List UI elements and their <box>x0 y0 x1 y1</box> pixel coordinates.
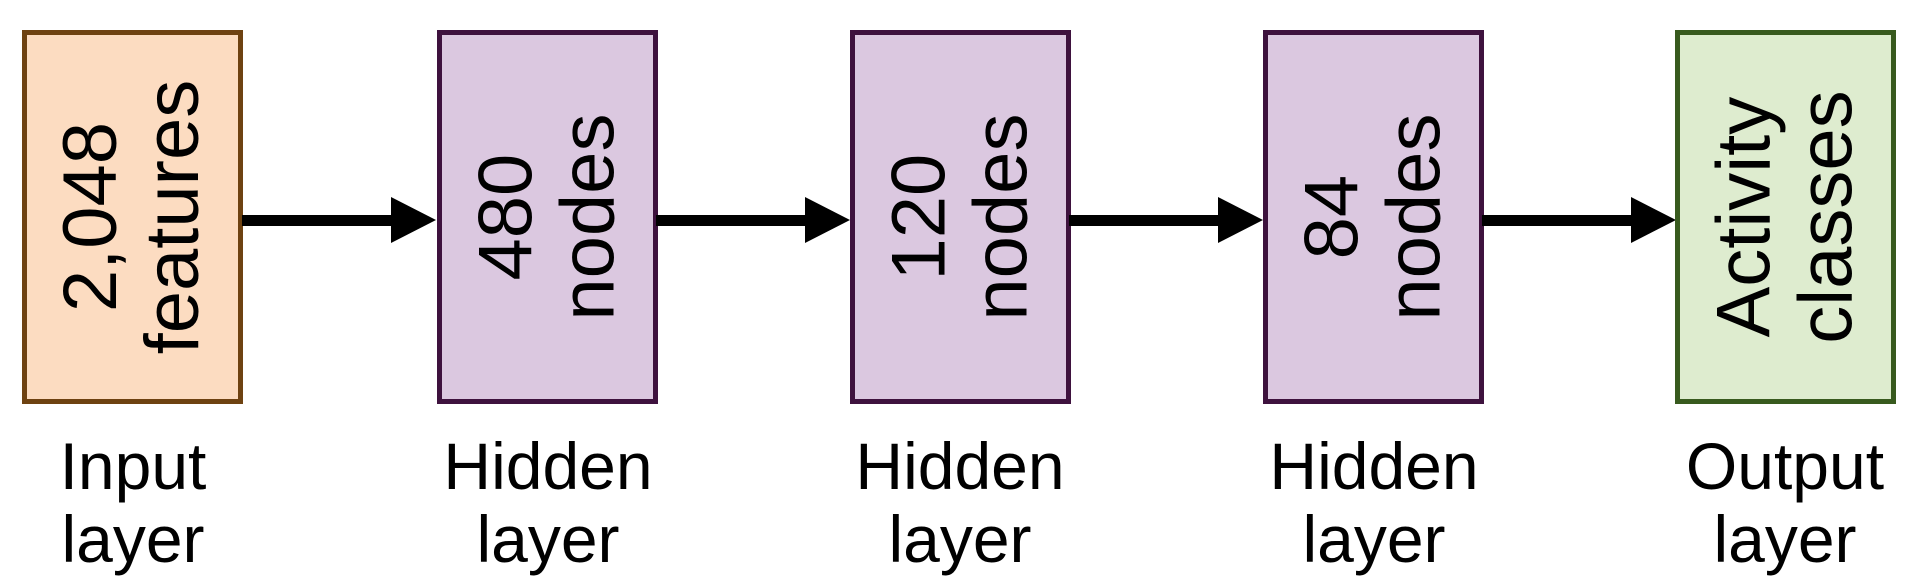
arrow-shaft <box>1069 215 1222 226</box>
box-text-line: Activity <box>1701 96 1787 338</box>
layer-box-output: Activity classes <box>1675 30 1896 404</box>
layer-box-hidden-2: 120 nodes <box>850 30 1071 404</box>
layer-label-hidden-1: Hidden layer <box>398 430 698 576</box>
layer-box-hidden-2-text: 120 nodes <box>876 113 1044 321</box>
label-line: layer <box>476 502 620 576</box>
layer-box-input-text: 2,048 features <box>48 79 216 355</box>
label-line: Hidden <box>1269 429 1479 503</box>
box-text-line: 84 <box>1289 174 1375 260</box>
label-line: Hidden <box>443 429 653 503</box>
layer-label-hidden-3: Hidden layer <box>1224 430 1524 576</box>
arrow-head-icon <box>1218 197 1263 243</box>
label-line: Output <box>1685 429 1885 503</box>
arrow-shaft <box>242 215 395 226</box>
arrow-input-to-hidden1 <box>242 197 436 243</box>
label-line: layer <box>1713 502 1857 576</box>
layer-box-hidden-3: 84 nodes <box>1263 30 1484 404</box>
box-text-line: nodes <box>1371 113 1457 321</box>
layer-label-output: Output layer <box>1635 430 1920 576</box>
arrow-hidden3-to-output <box>1482 197 1676 243</box>
layer-box-output-text: Activity classes <box>1701 90 1869 344</box>
layer-box-hidden-1: 480 nodes <box>437 30 658 404</box>
label-line: Input <box>59 429 207 503</box>
arrow-shaft <box>656 215 809 226</box>
arrow-head-icon <box>391 197 436 243</box>
layer-box-hidden-1-text: 480 nodes <box>463 113 631 321</box>
arrow-hidden2-to-hidden3 <box>1069 197 1263 243</box>
arrow-head-icon <box>805 197 850 243</box>
arrow-shaft <box>1482 215 1635 226</box>
box-text-line: features <box>130 79 216 355</box>
label-line: layer <box>61 502 205 576</box>
arrow-head-icon <box>1631 197 1676 243</box>
box-text-line: classes <box>1783 90 1869 344</box>
box-text-line: 2,048 <box>48 121 134 313</box>
label-line: layer <box>1302 502 1446 576</box>
layer-label-hidden-2: Hidden layer <box>810 430 1110 576</box>
layer-box-input: 2,048 features <box>22 30 243 404</box>
box-text-line: 480 <box>463 153 549 281</box>
box-text-line: nodes <box>545 113 631 321</box>
label-line: Hidden <box>855 429 1065 503</box>
box-text-line: nodes <box>958 113 1044 321</box>
layer-label-input: Input layer <box>0 430 283 576</box>
box-text-line: 120 <box>876 153 962 281</box>
arrow-hidden1-to-hidden2 <box>656 197 850 243</box>
layer-box-hidden-3-text: 84 nodes <box>1289 113 1457 321</box>
label-line: layer <box>888 502 1032 576</box>
